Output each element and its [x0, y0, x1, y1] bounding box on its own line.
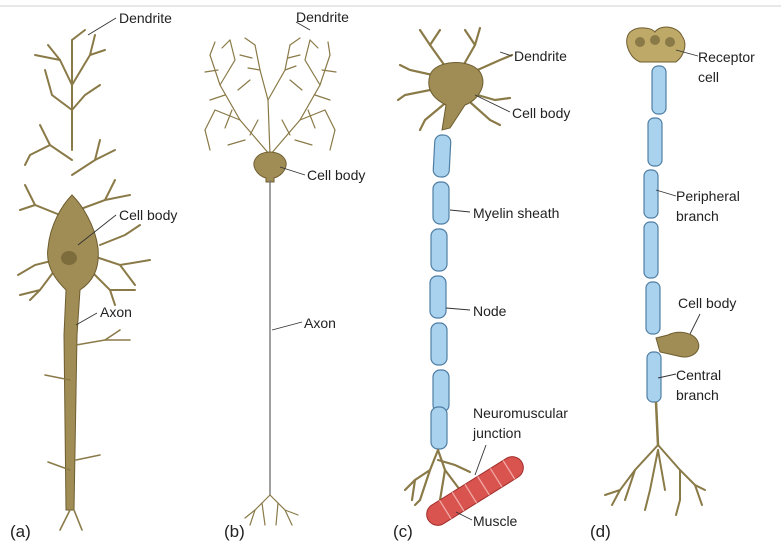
panel-d-terminals [604, 444, 706, 516]
panel-c-cell-body-label: Cell body [512, 105, 570, 121]
panel-d-receptor-label-1: Receptor [698, 49, 755, 65]
panel-a-tag: (a) [10, 522, 31, 541]
panel-b-axon-terminals [244, 494, 299, 526]
panel-c-muscle-label: Muscle [473, 513, 518, 529]
panel-d-receptor-cells [626, 26, 686, 63]
panel-d-tag: (d) [590, 522, 611, 541]
panel-c-axon-terminals [403, 448, 472, 507]
panel-d-peripheral-label-1: Peripheral [676, 188, 740, 204]
panel-c-nmj-label-1: Neuromuscular [473, 405, 568, 421]
panel-c-cell-body [428, 62, 484, 131]
panel-a-cell-body-label: Cell body [119, 207, 177, 223]
panel-c-nmj-label-2: junction [472, 425, 521, 441]
panel-a-cell-body [47, 194, 99, 511]
panel-d-peripheral-myelin [643, 65, 667, 335]
panel-d-cell-body [655, 331, 700, 358]
panel-d-central-branch [654, 401, 660, 446]
panel-c-myelin-sheath [429, 134, 452, 450]
panel-c-tag: (c) [393, 522, 413, 541]
panel-a-axon-collaterals [44, 329, 131, 531]
panel-c-myelin-label: Myelin sheath [473, 205, 559, 221]
panel-b-dendrite-label: Dendrite [296, 9, 349, 25]
panel-d-central-label-1: Central [676, 367, 721, 383]
panel-a-multipolar-neuron: Dendrite Cell body Axon (a) [10, 10, 177, 541]
panel-c-muscle-fiber [426, 456, 524, 526]
panel-d-central-label-2: branch [676, 387, 719, 403]
panel-d-receptor-label-2: cell [698, 69, 719, 85]
panel-b-cell-body-label: Cell body [307, 167, 365, 183]
panel-b-axon-label: Axon [304, 315, 336, 331]
panel-a-dendrite-label: Dendrite [119, 10, 172, 26]
panel-c-motor-neuron: Dendrite Cell body Myelin sheath Node Ne… [393, 26, 570, 541]
panel-b-dendritic-arbor [204, 37, 337, 156]
panel-d-central-myelin [646, 351, 662, 403]
panel-b-purkinje-neuron: Dendrite Cell body Axon (b) [204, 9, 365, 541]
panel-a-axon-label: Axon [100, 304, 132, 320]
panel-d-cell-body-label: Cell body [678, 295, 736, 311]
panel-d-sensory-neuron: Receptor cell Peripheral branch Cell bod… [590, 26, 755, 541]
panel-a-dendrites [17, 29, 151, 306]
panel-c-dendrite-label: Dendrite [514, 48, 567, 64]
panel-c-node-label: Node [473, 303, 507, 319]
panel-a-nucleus [61, 251, 77, 265]
panel-b-tag: (b) [224, 522, 245, 541]
panel-b-cell-body [253, 151, 287, 183]
panel-d-peripheral-label-2: branch [676, 208, 719, 224]
